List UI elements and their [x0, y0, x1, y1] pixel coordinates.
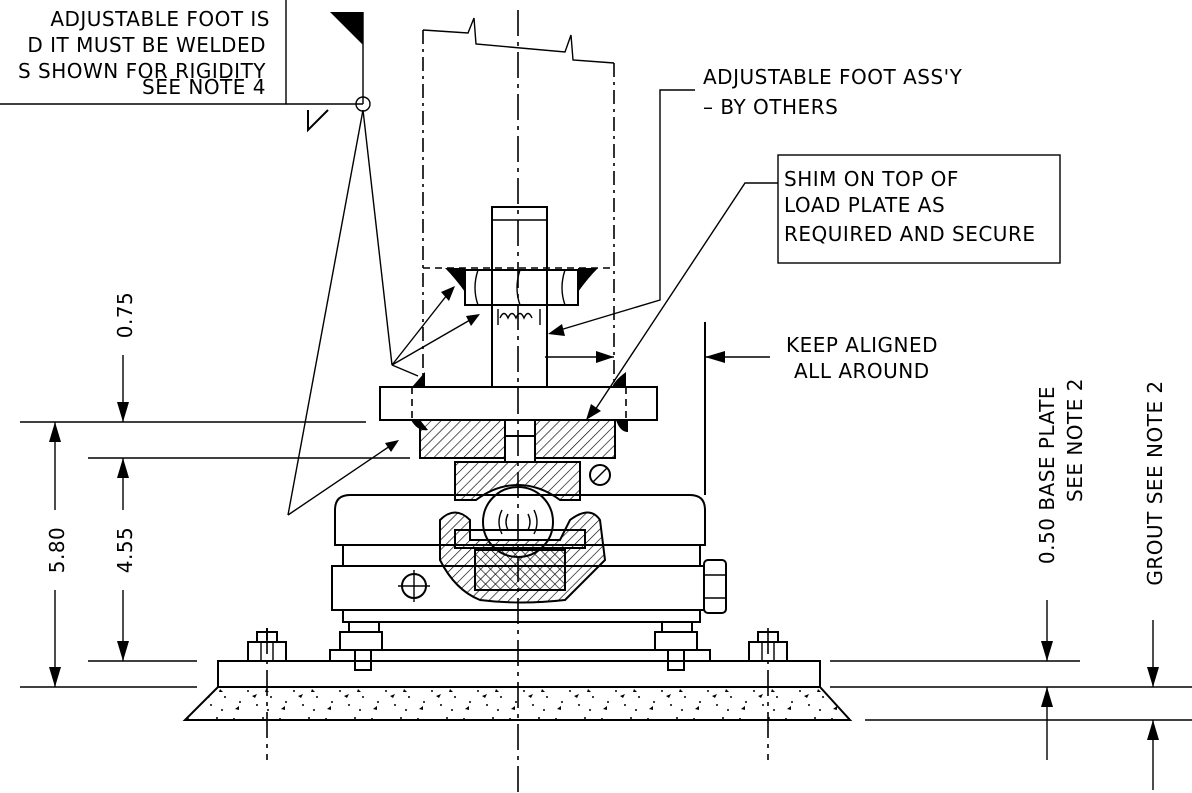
- base-plate-dim-label-1: 0.50 BASE PLATE: [1035, 386, 1059, 564]
- keep-aligned-label-1: KEEP ALIGNED: [786, 333, 938, 357]
- right-dimensions: 0.50 BASE PLATE SEE NOTE 2 GROUT SEE NOT…: [830, 378, 1192, 790]
- shim-label-2: LOAD PLATE AS: [784, 193, 945, 217]
- weld-note-line-1: ADJUSTABLE FOOT IS: [50, 7, 270, 31]
- base-plate: [217, 660, 821, 688]
- adjustable-foot-label-1: ADJUSTABLE FOOT ASS'Y: [703, 65, 963, 89]
- dim-580: 5.80: [45, 527, 69, 574]
- shim-label-1: SHIM ON TOP OF: [784, 167, 959, 191]
- keep-aligned-label-2: ALL AROUND: [794, 359, 930, 383]
- weld-note-text: ADJUSTABLE FOOT IS D IT MUST BE WELDED S…: [18, 7, 270, 99]
- shim-label-3: REQUIRED AND SECURE: [784, 222, 1035, 246]
- weld-note-line-2: D IT MUST BE WELDED: [27, 33, 266, 57]
- dim-075: 0.75: [113, 292, 137, 339]
- weld-note-line-3: S SHOWN FOR RIGIDITY: [18, 59, 266, 83]
- adjustable-foot-label-2: – BY OTHERS: [703, 95, 838, 119]
- mount-cutaway: [439, 435, 611, 604]
- threaded-rod: [445, 206, 598, 388]
- grout-dim-label: GROUT SEE NOTE 2: [1143, 380, 1167, 585]
- shim-callout: SHIM ON TOP OF LOAD PLATE AS REQUIRED AN…: [586, 154, 1061, 420]
- adjustable-foot-callout: ADJUSTABLE FOOT ASS'Y – BY OTHERS: [548, 65, 963, 336]
- weld-note-box: [0, 0, 480, 516]
- base-plate-dim-label-2: SEE NOTE 2: [1063, 378, 1087, 502]
- dim-455: 4.55: [113, 527, 137, 574]
- weld-note-line-4: SEE NOTE 4: [142, 75, 266, 99]
- load-plate: [419, 419, 616, 459]
- left-dimensions: 0.75 5.80 4.55: [20, 292, 410, 688]
- keep-aligned-leader: [545, 322, 770, 495]
- column-phantom: [422, 10, 615, 793]
